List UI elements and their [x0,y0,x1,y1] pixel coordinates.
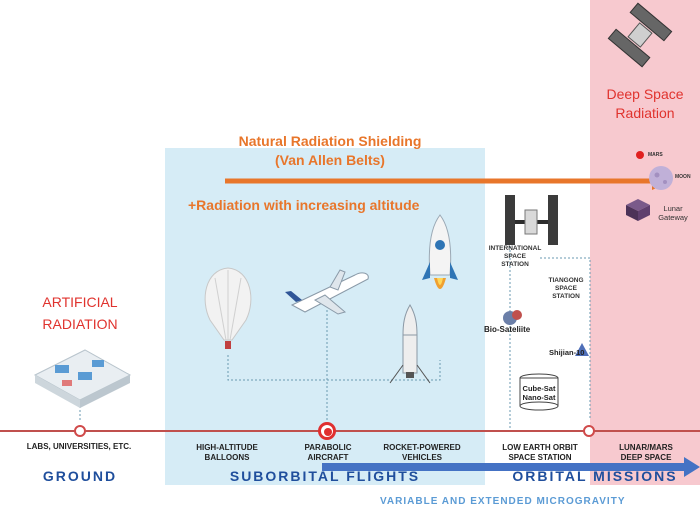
cubesat-label-line1: Cube-Sat [522,384,556,393]
bio-satellite-illustration [503,310,522,325]
label-rocket-line1: ROCKET-POWERED [383,443,461,452]
shijian-illustration [575,343,589,356]
artificial-radiation-line2: RADIATION [42,316,118,332]
group-orbital: ORBITAL MISSIONS [512,468,678,484]
label-lunar-line2: DEEP SPACE [620,453,672,462]
shielding-title-line1: Natural Radiation Shielding [238,133,422,149]
label-balloons-line2: BALLOONS [204,453,250,462]
label-leo-line1: LOW EARTH ORBIT [502,443,578,452]
label-labs: LABS, UNIVERSITIES, ETC. [26,442,132,451]
iss-illustration [505,195,558,245]
radiation-increase-title: +Radiation with increasing altitude [188,197,420,213]
label-rocket-line2: VEHICLES [401,453,442,462]
iss-label-line1: INTERNATIONAL [488,245,542,252]
airplane-illustration [285,269,369,315]
mars-label: MARS [648,152,663,158]
lunar-gateway-label-line2: Gateway [658,213,688,222]
microgravity-arrow [322,457,700,477]
balloon-illustration [204,267,252,349]
moon-label: MOON [675,174,691,180]
microgravity-label: VARIABLE AND EXTENDED MICROGRAVITY [380,496,626,507]
orbital-connector [540,257,591,420]
deep-space-title-line2: Radiation [615,105,675,121]
label-leo-line2: SPACE STATION [508,453,572,462]
moon-illustration [649,166,673,190]
shielding-title-line2: (Van Allen Belts) [275,152,385,168]
timeline-axis [0,430,700,432]
label-lunar-line1: LUNAR/MARS [619,443,673,452]
artificial-radiation-line1: ARTIFICIAL [42,294,118,310]
group-ground: GROUND [42,468,118,484]
lunar-gateway-illustration [626,199,650,221]
tiangong-label-line2: SPACE [555,285,577,292]
rocket-illustration [422,214,458,289]
timeline-node-labs [74,425,86,437]
reusable-rocket-illustration [389,304,431,384]
deep-space-panel [590,0,700,485]
cubesat-label-line2: Nano-Sat [522,393,556,402]
label-parabolic-line1: PARABOLIC [304,443,352,452]
lunar-gateway-label-line1: Lunar [663,204,683,213]
timeline-node-parabolic [318,422,336,440]
group-suborbital: SUBORBITAL FLIGHTS [229,468,421,484]
tiangong-label-line1: TIANGONG [548,277,584,284]
tiangong-label-line3: STATION [552,293,580,300]
cubesat-illustration [519,373,559,411]
suborbital-connector [227,355,441,381]
timeline-node-leo [583,425,595,437]
bio-satellite-label: Bio-Sateliite [484,325,531,334]
lab-illustration [33,349,132,408]
shijian-label: Shijian-10 [549,348,585,357]
label-balloons-line1: HIGH-ALTITUDE [196,443,258,452]
deep-space-title-line1: Deep Space [606,86,684,102]
iss-label-line2: SPACE [504,253,526,260]
timeline-node-parabolic-dot [324,428,332,436]
label-parabolic-line2: AIRCRAFT [307,453,349,462]
mars-illustration [636,151,644,159]
iss-label-line3: STATION [501,261,529,268]
satellite-illustration [607,2,673,68]
